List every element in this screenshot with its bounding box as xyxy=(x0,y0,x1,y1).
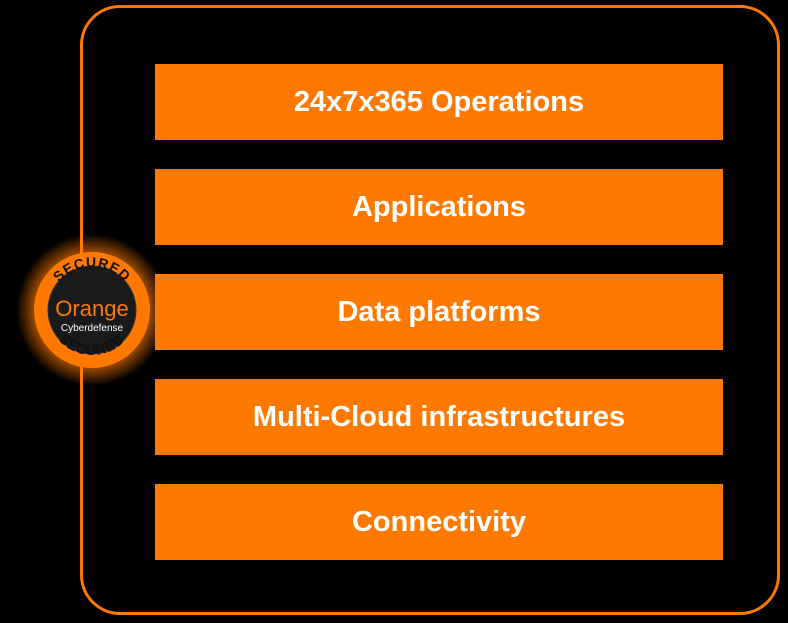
badge-core xyxy=(48,266,136,354)
layer-label: Applications xyxy=(351,190,526,223)
secured-badge-logo: SECURED SECURED Orange Cyberdefense xyxy=(14,232,169,387)
layer-multi-cloud: Multi-Cloud infrastructures xyxy=(155,379,723,455)
layer-connectivity: Connectivity xyxy=(155,484,723,560)
badge-sub-brand: Cyberdefense xyxy=(61,323,124,334)
layer-label: Data platforms xyxy=(337,295,541,328)
layer-applications: Applications xyxy=(155,169,723,245)
badge-brand: Orange xyxy=(55,296,128,321)
secured-badge-icon: SECURED SECURED Orange Cyberdefense xyxy=(16,234,168,386)
layer-stack: 24x7x365 Operations Applications Data pl… xyxy=(155,64,723,560)
layer-operations: 24x7x365 Operations xyxy=(155,64,723,140)
layer-label: Connectivity xyxy=(351,505,527,538)
layer-data-platforms: Data platforms xyxy=(155,274,723,350)
badge-core-edge xyxy=(47,265,137,355)
layer-label: Multi-Cloud infrastructures xyxy=(252,400,626,433)
layer-label: 24x7x365 Operations xyxy=(293,85,585,118)
